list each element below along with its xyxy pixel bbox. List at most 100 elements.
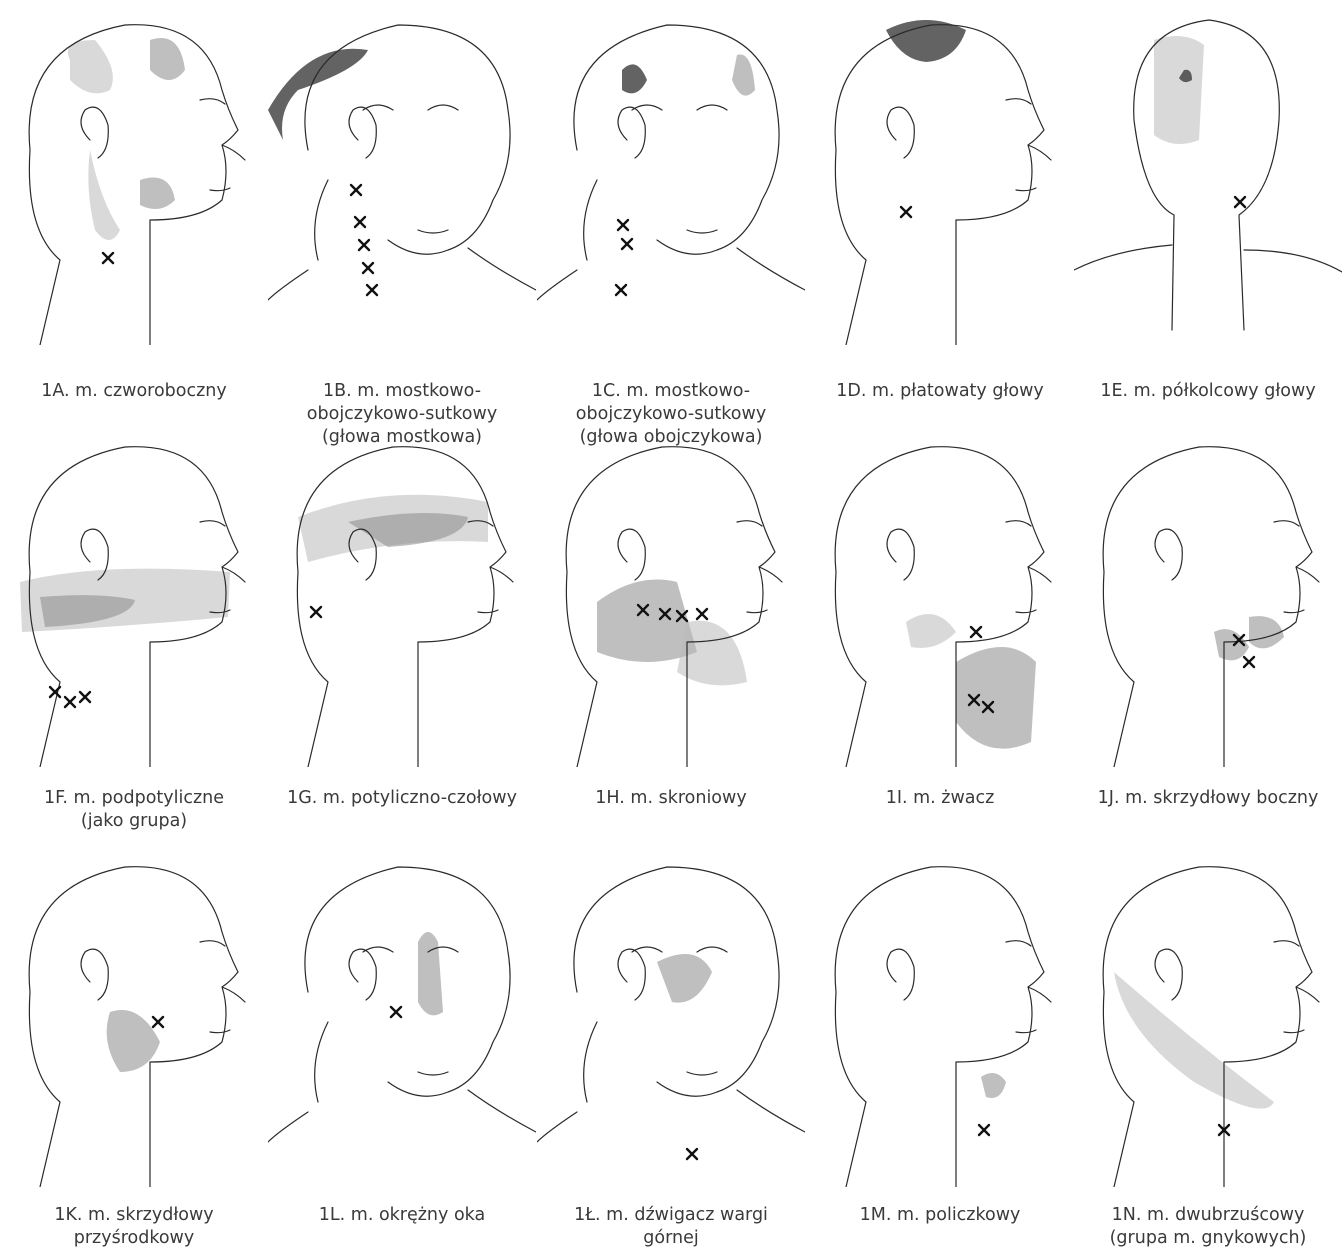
- head-outline: [29, 25, 245, 345]
- trigger-point-marker: [359, 240, 369, 250]
- ear: [887, 107, 914, 158]
- head-illustration: [806, 422, 1074, 767]
- trigger-point-marker: [355, 217, 365, 227]
- trigger-point-marker: [153, 1017, 163, 1027]
- pain-zone: [981, 1073, 1006, 1098]
- ear: [618, 107, 645, 158]
- ear: [349, 949, 376, 1000]
- pain-zone: [657, 954, 712, 1003]
- trigger-point-marker: [391, 1007, 401, 1017]
- trigger-point-marker: [363, 263, 373, 273]
- head-illustration: [1074, 422, 1342, 767]
- trigger-point-marker: [50, 687, 60, 697]
- caption-line: 1L. m. okrężny oka: [268, 1204, 536, 1227]
- caption-line: 1E. m. półkolcowy głowy: [1074, 380, 1342, 403]
- trigger-point-marker: [367, 285, 377, 295]
- caption-line: 1K. m. skrzydłowy: [0, 1204, 268, 1227]
- pain-zone: [140, 178, 175, 210]
- trigger-point-marker: [687, 1149, 697, 1159]
- caption-line: (grupa m. gnykowych): [1074, 1227, 1342, 1250]
- head-outline: [835, 867, 1051, 1187]
- head-illustration: [806, 842, 1074, 1187]
- caption-line: przyśrodkowy: [0, 1227, 268, 1250]
- head-illustration: [0, 422, 268, 767]
- head-illustration: [0, 842, 268, 1187]
- caption-line: 1G. m. potyliczno-czołowy: [268, 787, 536, 810]
- ear: [81, 107, 108, 158]
- ear: [349, 107, 376, 158]
- ear: [1155, 949, 1182, 1000]
- head-illustration: [268, 842, 536, 1187]
- trigger-point-marker: [1244, 657, 1254, 667]
- figure-caption: 1I. m. żwacz: [806, 787, 1074, 810]
- head-illustration: [537, 842, 805, 1187]
- pain-zone: [150, 38, 185, 80]
- ear: [618, 949, 645, 1000]
- caption-line: 1J. m. skrzydłowy boczny: [1074, 787, 1342, 810]
- head-illustration: [1074, 842, 1342, 1187]
- trigger-point-marker: [979, 1125, 989, 1135]
- head-illustration: [537, 0, 805, 345]
- pain-zone: [68, 40, 113, 93]
- figure-caption: 1A. m. czworoboczny: [0, 380, 268, 403]
- ear: [618, 529, 645, 580]
- caption-line: 1C. m. mostkowo-: [537, 380, 805, 403]
- ear: [887, 949, 914, 1000]
- caption-line: 1Ł. m. dźwigacz wargi: [537, 1204, 805, 1227]
- head-outline: [297, 447, 513, 767]
- ear: [81, 949, 108, 1000]
- head-illustration: [0, 0, 268, 345]
- pain-zone: [1114, 972, 1274, 1109]
- trigger-point-marker: [80, 692, 90, 702]
- figure-caption: 1J. m. skrzydłowy boczny: [1074, 787, 1342, 810]
- trigger-point-marker: [616, 285, 626, 295]
- trigger-point-marker: [65, 697, 75, 707]
- trigger-point-marker: [1235, 197, 1245, 207]
- head-illustration: [806, 0, 1074, 345]
- head-outline: [1103, 447, 1319, 767]
- head-outline: [537, 867, 805, 1142]
- figure-caption: 1H. m. skroniowy: [537, 787, 805, 810]
- pain-zone: [906, 614, 956, 648]
- caption-line: 1A. m. czworoboczny: [0, 380, 268, 403]
- caption-line: 1N. m. dwubrzuścowy: [1074, 1204, 1342, 1227]
- head-illustration: [1074, 0, 1342, 345]
- caption-line: górnej: [537, 1227, 805, 1250]
- trigger-point-marker: [103, 253, 113, 263]
- ear: [887, 529, 914, 580]
- trigger-point-marker: [351, 185, 361, 195]
- head-outline: [537, 25, 805, 300]
- trigger-point-marker: [697, 609, 707, 619]
- caption-line: 1H. m. skroniowy: [537, 787, 805, 810]
- figure-caption: 1M. m. policzkowy: [806, 1204, 1074, 1227]
- head-illustration: [537, 422, 805, 767]
- pain-zone: [732, 54, 755, 95]
- head-illustration: [268, 422, 536, 767]
- pain-zone: [88, 150, 120, 240]
- trigger-point-marker: [622, 239, 632, 249]
- figure-caption: 1N. m. dwubrzuścowy(grupa m. gnykowych): [1074, 1204, 1342, 1250]
- trigger-point-marker: [971, 627, 981, 637]
- head-illustration: [268, 0, 536, 345]
- caption-line: 1M. m. policzkowy: [806, 1204, 1074, 1227]
- pain-zone: [418, 932, 443, 1015]
- trigger-point-marker: [311, 607, 321, 617]
- caption-line: 1B. m. mostkowo-: [268, 380, 536, 403]
- head-outline: [835, 25, 1051, 345]
- pain-zone: [268, 49, 368, 140]
- figure-caption: 1L. m. okrężny oka: [268, 1204, 536, 1227]
- trigger-point-marker: [618, 220, 628, 230]
- pain-zone: [622, 64, 647, 93]
- pain-zone: [1154, 36, 1204, 144]
- figure-caption: 1G. m. potyliczno-czołowy: [268, 787, 536, 810]
- ear: [1155, 529, 1182, 580]
- pain-zone: [956, 647, 1036, 749]
- caption-line: 1F. m. podpotyliczne: [0, 787, 268, 810]
- figure-caption: 1E. m. półkolcowy głowy: [1074, 380, 1342, 403]
- head-outline: [1103, 867, 1319, 1187]
- caption-line: 1I. m. żwacz: [806, 787, 1074, 810]
- caption-line: 1D. m. płatowaty głowy: [806, 380, 1074, 403]
